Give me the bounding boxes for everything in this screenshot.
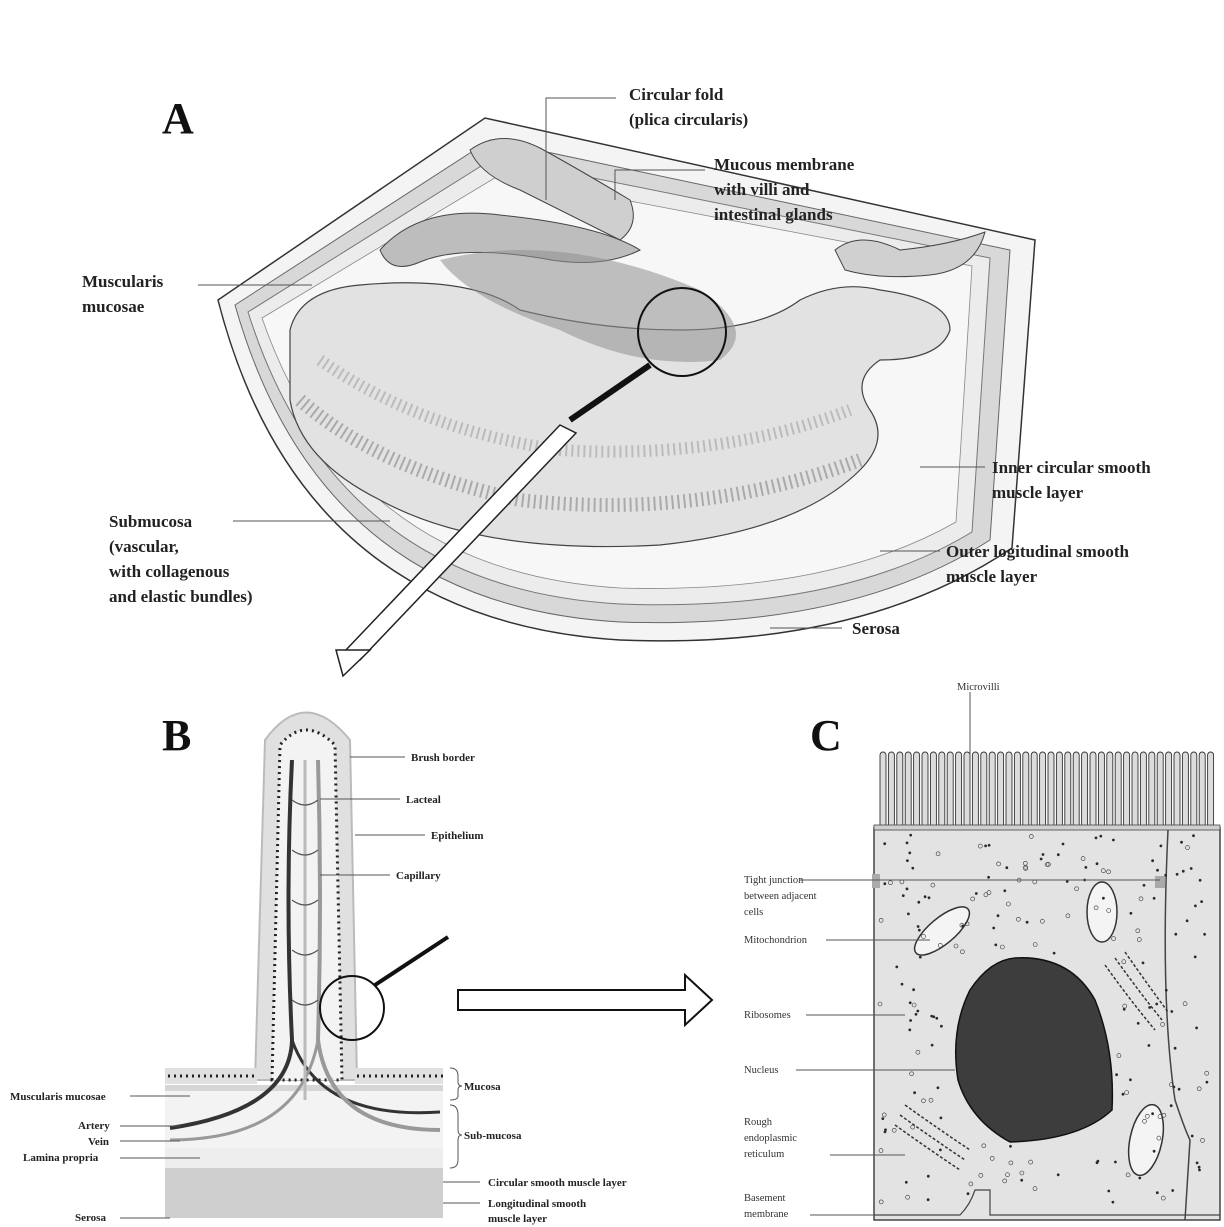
muscle-layers xyxy=(165,1168,443,1218)
label-epithelium: Epithelium xyxy=(431,830,484,842)
label-mitochondrion: Mitochondrion xyxy=(744,935,808,946)
panel-b-letter: B xyxy=(162,711,191,760)
label-brush-border: Brush border xyxy=(411,752,475,764)
label-mucosa: Mucosa xyxy=(464,1081,501,1093)
label-microvilli: Microvilli xyxy=(957,682,1000,693)
label-longitudinal-muscle: Longitudinal smooth muscle layer xyxy=(488,1198,589,1225)
label-capillary: Capillary xyxy=(396,870,441,882)
label-circular-muscle: Circular smooth muscle layer xyxy=(488,1177,627,1189)
label-basement-membrane: Basement membrane xyxy=(744,1193,789,1220)
label-circular-fold: Circular fold (plica circularis) xyxy=(629,85,748,129)
panel-a: A xyxy=(82,85,1155,676)
label-serosa-b: Serosa xyxy=(75,1212,106,1224)
label-submucosa: Submucosa (vascular, with collagenous an… xyxy=(109,512,253,606)
label-muscularis-mucosae-a: Muscularis mucosae xyxy=(82,272,167,316)
label-vein: Vein xyxy=(88,1136,109,1148)
label-rough-er: Rough endoplasmic reticulum xyxy=(744,1117,800,1160)
label-sub-mucosa: Sub-mucosa xyxy=(464,1130,522,1142)
panel-c: C xyxy=(744,682,1220,1220)
label-lacteal: Lacteal xyxy=(406,794,441,806)
panel-c-letter: C xyxy=(810,711,842,760)
label-serosa-a: Serosa xyxy=(852,619,900,638)
arrow-b-to-c xyxy=(458,975,712,1025)
label-muscularis-mucosae-b: Muscularis mucosae xyxy=(10,1091,106,1103)
panel-a-letter: A xyxy=(162,94,194,143)
label-tight-junction: Tight junction between adjacent cells xyxy=(744,875,819,918)
label-ribosomes: Ribosomes xyxy=(744,1010,791,1021)
label-nucleus: Nucleus xyxy=(744,1065,778,1076)
label-lamina-propria: Lamina propria xyxy=(23,1152,99,1164)
panel-b: B xyxy=(10,711,712,1225)
label-artery: Artery xyxy=(78,1120,110,1132)
microvilli xyxy=(880,752,1214,828)
